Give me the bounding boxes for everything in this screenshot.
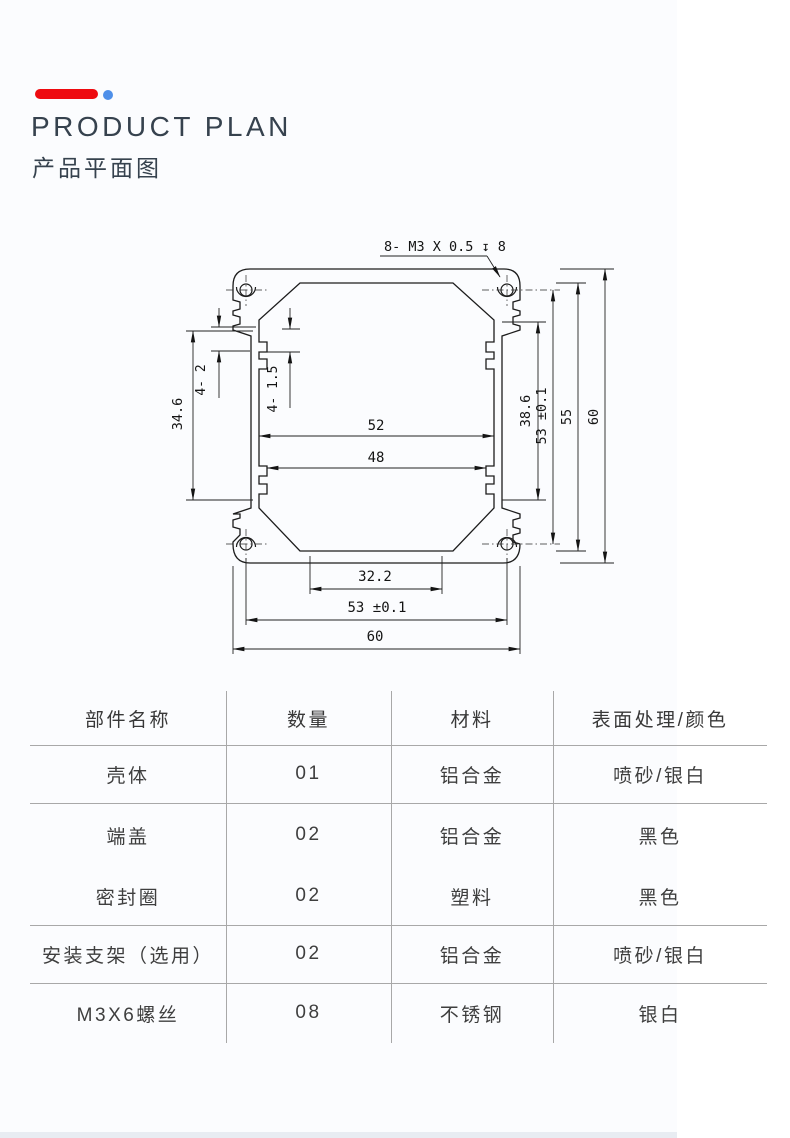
thread-callout: 8- M3 X 0.5 ↧ 8	[384, 239, 506, 255]
table-cell: 塑料	[450, 887, 494, 909]
page-title: PRODUCT PLAN	[31, 111, 292, 142]
dim-4-2: 4- 2	[194, 364, 209, 395]
dim-53-bottom: 53 ±0.1	[347, 600, 406, 616]
table-cell: 端盖	[106, 826, 150, 848]
technical-drawing: 8- M3 X 0.5 ↧ 8 52 48 34.6 4- 2 4- 1.5 3…	[170, 232, 630, 662]
table-header-material: 材料	[450, 709, 494, 731]
table-divider	[30, 745, 767, 746]
table-divider	[30, 803, 767, 804]
table-cell: 壳体	[106, 765, 150, 787]
profile-cross-section: 8- M3 X 0.5 ↧ 8 52 48 34.6 4- 2 4- 1.5 3…	[170, 239, 614, 654]
dim-60-bottom: 60	[367, 629, 384, 645]
dim-53-right: 53 ±0.1	[534, 388, 550, 445]
dim-60-right: 60	[586, 409, 602, 425]
table-header-finish: 表面处理/颜色	[591, 709, 729, 731]
dimension-labels: 8- M3 X 0.5 ↧ 8 52 48 34.6 4- 2 4- 1.5 3…	[170, 239, 602, 645]
table-cell: 喷砂/银白	[613, 765, 707, 787]
profile-outline	[232, 268, 521, 564]
dim-4-1-5: 4- 1.5	[266, 366, 281, 413]
table-cell: 02	[295, 885, 322, 906]
table-cell: 02	[295, 943, 322, 964]
table-cell: 黑色	[638, 887, 682, 909]
table-cell: 安装支架（选用）	[41, 945, 214, 967]
screw-bosses	[235, 283, 518, 551]
dim-38-6: 38.6	[518, 395, 534, 428]
table-cell: M3X6螺丝	[76, 1004, 180, 1026]
dim-32-2: 32.2	[358, 569, 392, 585]
center-marks	[226, 275, 560, 560]
table-divider	[391, 691, 392, 1043]
dim-48: 48	[368, 450, 385, 466]
table-cell: 铝合金	[439, 826, 505, 848]
parts-table-grid: 部件名称 数量 材料 表面处理/颜色 壳体 01 铝合金 喷砂/银白 端盖 02…	[30, 691, 767, 1043]
dimension-lines	[186, 255, 614, 654]
table-cell: 银白	[638, 1004, 682, 1026]
table-cell: 密封圈	[95, 887, 161, 909]
footer-strip	[0, 1132, 677, 1138]
table-header-part: 部件名称	[84, 709, 171, 731]
table-header-qty: 数量	[286, 709, 330, 731]
red-accent-bar	[35, 89, 98, 99]
table-divider	[30, 983, 767, 984]
dim-34-6: 34.6	[170, 398, 186, 431]
table-cell: 喷砂/银白	[613, 945, 707, 967]
dim-52: 52	[368, 418, 385, 434]
table-cell: 铝合金	[439, 765, 505, 787]
dim-55: 55	[559, 409, 575, 425]
table-divider	[226, 691, 227, 1043]
blue-accent-dot	[103, 90, 113, 100]
parts-table: 部件名称 数量 材料 表面处理/颜色 壳体 01 铝合金 喷砂/银白 端盖 02…	[30, 691, 767, 1043]
table-cell: 铝合金	[439, 945, 505, 967]
table-cell: 02	[295, 824, 322, 845]
table-cell: 01	[295, 763, 322, 784]
table-cell: 黑色	[638, 826, 682, 848]
table-cell: 08	[295, 1002, 322, 1023]
page-background	[0, 0, 677, 1138]
table-divider	[30, 925, 767, 926]
table-cell: 不锈钢	[439, 1004, 505, 1026]
page-subtitle: 产品平面图	[32, 155, 162, 181]
table-divider	[553, 691, 554, 1043]
